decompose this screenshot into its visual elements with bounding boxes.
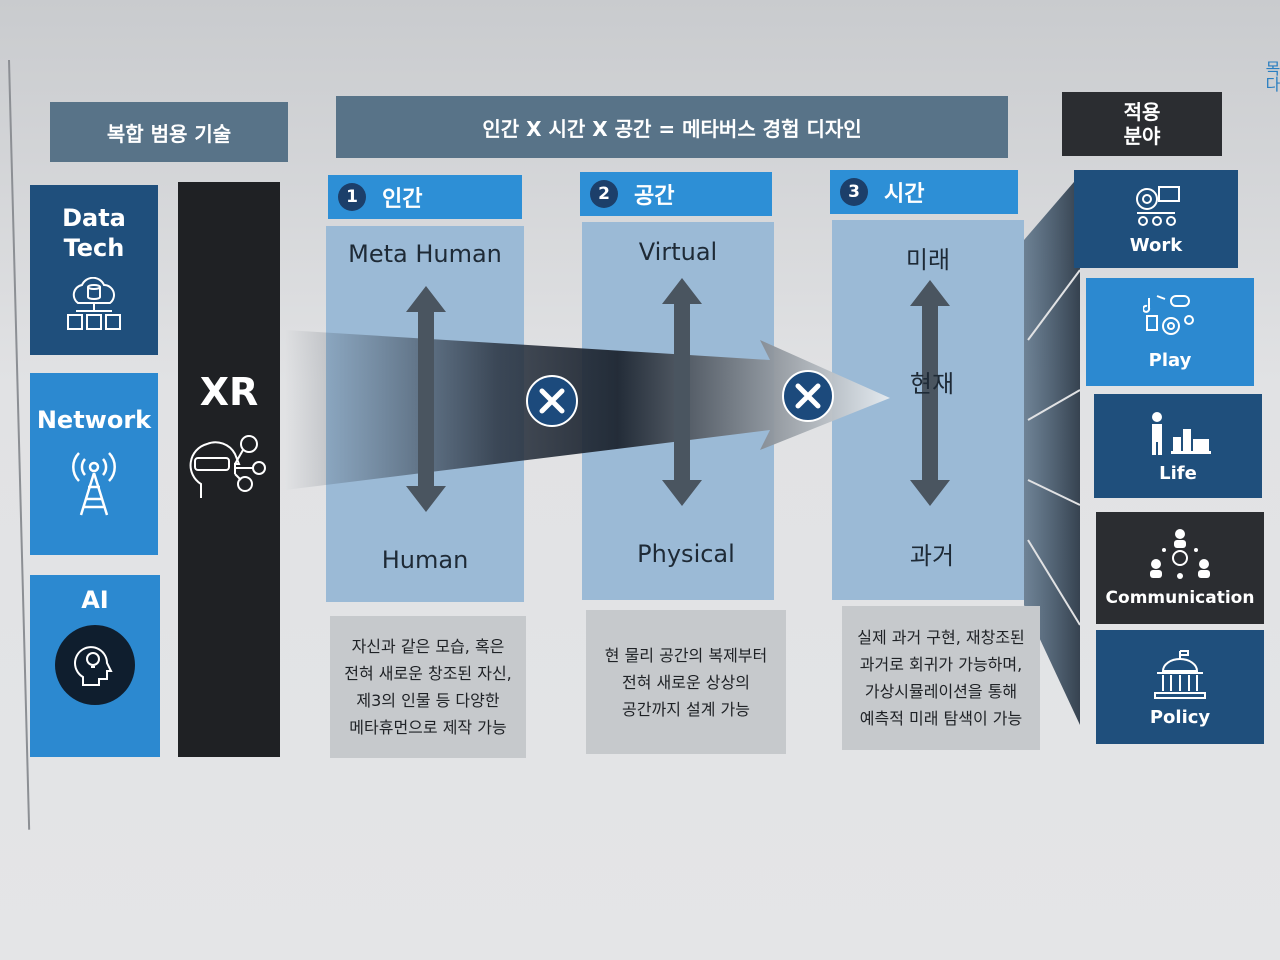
column-title: 인간 xyxy=(382,187,423,212)
people-network-icon xyxy=(1150,529,1210,579)
app-life: Life xyxy=(1094,394,1262,498)
app-label: Communication xyxy=(1105,588,1255,608)
big-flow-arrow xyxy=(285,330,890,490)
description-human: 자신과 같은 모습, 혹은 전혀 새로운 창조된 자신, 제3의 인물 등 다양… xyxy=(330,616,526,758)
side-tab-text: 목다 xyxy=(1262,60,1280,92)
funnel-line xyxy=(1027,539,1081,626)
number-badge: 1 xyxy=(338,183,366,211)
number-badge: 3 xyxy=(840,178,868,206)
tech-label: Data Tech xyxy=(62,204,126,262)
antenna-tower-icon xyxy=(69,449,119,523)
term-past: 과거 xyxy=(909,542,955,570)
term-meta-human: Meta Human xyxy=(348,240,502,268)
app-label: Work xyxy=(1129,234,1183,256)
column-title: 시간 xyxy=(884,182,925,207)
work-tools-icon xyxy=(1136,185,1180,226)
vr-headset-head-icon xyxy=(189,428,269,504)
number-badge: 2 xyxy=(590,180,618,208)
app-label: Policy xyxy=(1149,706,1211,728)
center-header: 인간 X 시간 X 공간 = 메타버스 경험 디자인 xyxy=(336,96,1008,158)
funnel-line xyxy=(1027,389,1081,421)
multiply-icon xyxy=(782,370,834,422)
app-play: Play xyxy=(1086,278,1254,386)
funnel-line xyxy=(1027,269,1081,341)
vertical-arrow-human xyxy=(406,286,446,512)
tech-label: Network xyxy=(36,406,152,434)
term-virtual: Virtual xyxy=(638,238,718,266)
cloud-database-icon xyxy=(64,276,124,337)
play-music-game-icon xyxy=(1143,294,1194,335)
description-time: 실제 과거 구현, 재창조된 과거로 회귀가 가능하며, 가상시뮬레이션을 통해… xyxy=(842,606,1040,750)
term-future: 미래 xyxy=(905,246,951,274)
head-lightbulb-icon xyxy=(53,623,137,711)
term-human: Human xyxy=(381,546,469,574)
column-header-human: 1 인간 xyxy=(328,175,522,219)
app-communication: Communication xyxy=(1096,512,1264,624)
left-header: 복합 범용 기술 xyxy=(50,102,288,162)
app-label: Life xyxy=(1159,462,1197,484)
app-policy: Policy xyxy=(1096,630,1264,744)
xr-label: XR xyxy=(199,370,259,414)
app-work: Work xyxy=(1074,170,1238,268)
person-city-icon xyxy=(1152,411,1211,455)
tech-network: Network xyxy=(30,373,158,555)
tech-label: AI xyxy=(81,586,109,614)
column-header-space: 2 공간 xyxy=(580,172,772,216)
vertical-arrow-space xyxy=(662,278,702,506)
tech-data-tech: Data Tech xyxy=(30,185,158,355)
multiply-icon xyxy=(526,375,578,427)
term-present: 현재 xyxy=(909,370,955,398)
tech-ai: AI xyxy=(30,575,160,757)
government-building-icon xyxy=(1154,649,1206,699)
column-header-time: 3 시간 xyxy=(830,170,1018,214)
vertical-arrow-time xyxy=(910,280,950,506)
term-physical: Physical xyxy=(637,540,735,568)
app-label: Play xyxy=(1148,349,1192,371)
funnel-shape xyxy=(1024,175,1080,725)
xr-panel: XR xyxy=(178,182,280,757)
right-header: 적용 분야 xyxy=(1062,92,1222,156)
description-space: 현 물리 공간의 복제부터 전혀 새로운 상상의 공간까지 설계 가능 xyxy=(586,610,786,754)
funnel-line xyxy=(1027,479,1081,506)
column-title: 공간 xyxy=(634,184,675,209)
